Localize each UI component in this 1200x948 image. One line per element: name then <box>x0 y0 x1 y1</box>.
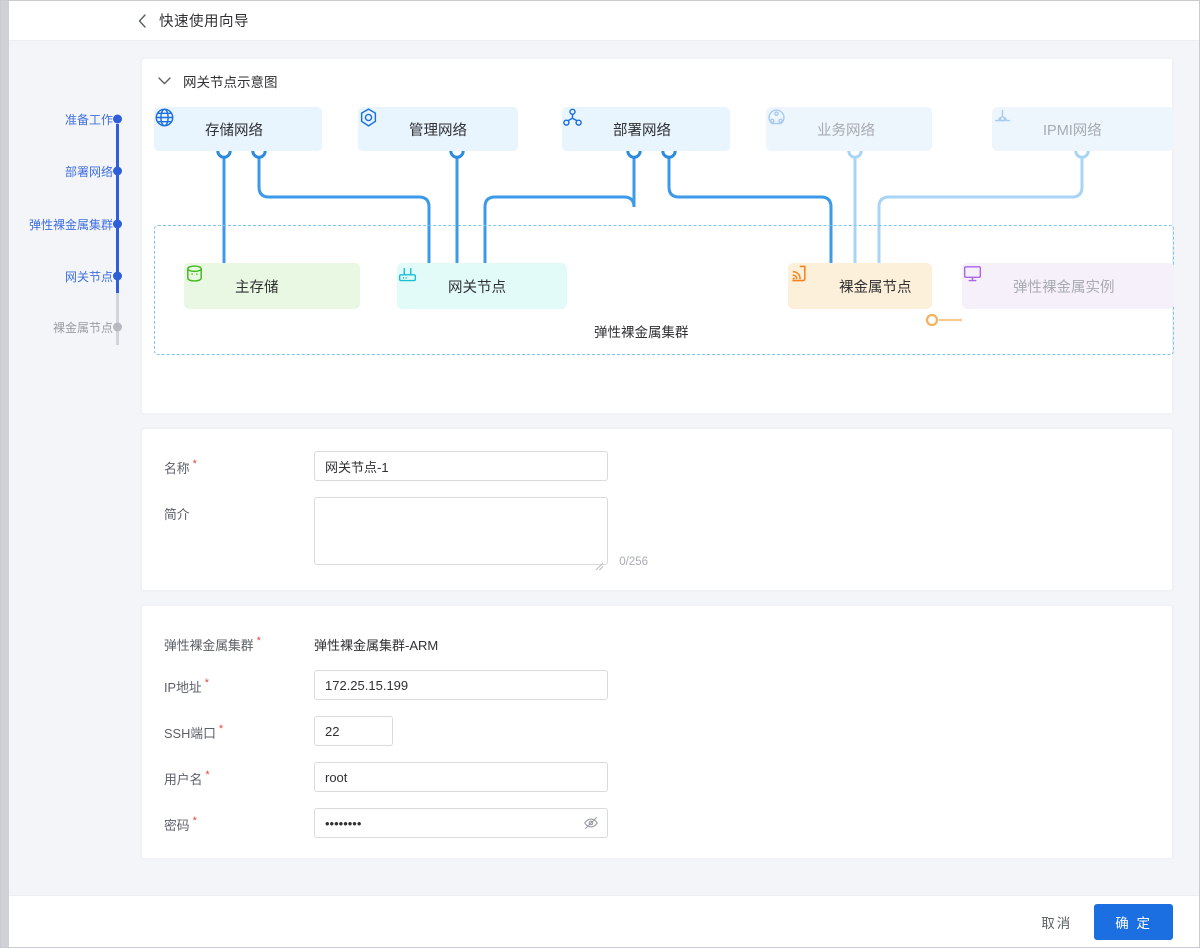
node-box-primary-storage[interactable]: 主存储 <box>184 263 360 309</box>
required-marker: * <box>192 815 197 827</box>
diagram-collapse-header[interactable]: 网关节点示意图 <box>142 59 1172 103</box>
step-connector-1 <box>116 124 119 180</box>
eye-slash-icon[interactable] <box>583 815 599 831</box>
ipmi-port-icon <box>995 109 1032 140</box>
password-label: 密码* <box>164 815 197 833</box>
wizard-step-deploy-network[interactable]: 部署网络 <box>9 162 127 180</box>
router-icon <box>398 268 436 297</box>
form-row-cluster: 弹性裸金属集群* 弹性裸金属集群-ARM <box>142 628 1172 654</box>
node-box-gateway[interactable]: 网关节点 <box>397 263 567 309</box>
page-title: 快速使用向导 <box>159 14 249 30</box>
description-counter: 0/256 <box>619 556 648 568</box>
network-nodes-icon <box>563 108 602 140</box>
network-box-business[interactable]: 业务网络 <box>766 107 932 151</box>
name-input[interactable] <box>314 451 608 481</box>
step-dot <box>113 271 122 281</box>
diagram-title: 网关节点示意图 <box>183 75 278 90</box>
cancel-button[interactable]: 取消 <box>1035 906 1078 938</box>
username-field-wrap <box>314 762 608 792</box>
window-left-strip <box>1 1 9 947</box>
chevron-down-icon[interactable] <box>158 75 171 88</box>
step-dot <box>113 219 122 229</box>
required-marker: * <box>218 723 224 735</box>
dialog-footer: 取消 确 定 <box>9 895 1199 947</box>
required-marker: * <box>256 635 261 647</box>
database-icon <box>187 265 223 297</box>
form-row-port: SSH端口* <box>142 716 1172 746</box>
required-marker: * <box>192 458 197 470</box>
description-label: 简介 <box>164 507 190 522</box>
wizard-step-gateway-node[interactable]: 网关节点 <box>9 267 127 285</box>
form-row-username: 用户名* <box>142 762 1172 792</box>
chevron-left-icon[interactable] <box>135 13 149 28</box>
cluster-value: 弹性裸金属集群-ARM <box>314 638 439 653</box>
name-label: 名称* <box>164 458 197 476</box>
form-row-name: 名称* <box>142 451 1172 481</box>
node-box-baremetal[interactable]: 裸金属节点 <box>788 263 932 309</box>
wizard-steps: 准备工作 部署网络 弹性裸金属集群 网关节点 裸金属节点 <box>9 42 127 947</box>
password-input[interactable] <box>314 808 608 838</box>
ip-address-input[interactable] <box>314 670 608 700</box>
form-row-description: 简介 0/256 <box>142 497 1172 571</box>
form-row-ip: IP地址* <box>142 670 1172 700</box>
username-input[interactable] <box>314 762 608 792</box>
step-connector-2 <box>116 180 119 238</box>
name-field-wrap <box>314 451 608 481</box>
step-connector-4 <box>116 293 119 345</box>
hexagon-target-icon <box>360 108 398 140</box>
wizard-content: 网关节点示意图 <box>127 42 1199 895</box>
ssh-port-input[interactable] <box>314 716 393 746</box>
required-marker: * <box>204 677 209 689</box>
ssh-port-label: SSH端口* <box>164 723 224 741</box>
description-textarea[interactable] <box>314 497 608 565</box>
step-dot <box>113 114 122 124</box>
step-dot <box>113 166 122 176</box>
required-marker: * <box>205 769 210 781</box>
step-dot <box>113 322 122 332</box>
network-box-storage[interactable]: 存储网络 <box>154 107 322 151</box>
username-label: 用户名* <box>164 769 210 787</box>
ip-field-wrap <box>314 670 608 700</box>
network-box-deployment[interactable]: 部署网络 <box>562 107 730 151</box>
wizard-step-baremetal-cluster[interactable]: 弹性裸金属集群 <box>9 215 127 233</box>
step-connector-3 <box>116 238 119 293</box>
gateway-node-diagram: 存储网络 管理网络 <box>142 103 1174 403</box>
monitor-icon <box>963 266 1001 297</box>
network-box-management[interactable]: 管理网络 <box>358 107 518 151</box>
wizard-step-preparation[interactable]: 准备工作 <box>9 110 127 128</box>
basic-info-form: 名称* 简介 0/256 <box>141 428 1173 591</box>
cluster-name-label: 弹性裸金属集群 <box>594 325 689 340</box>
diagram-card: 网关节点示意图 <box>141 58 1174 414</box>
node-box-baremetal-instance[interactable]: 弹性裸金属实例 <box>962 263 1174 309</box>
connection-form: 弹性裸金属集群* 弹性裸金属集群-ARM IP地址* SSH端口* <box>141 605 1173 859</box>
network-box-ipmi[interactable]: IPMI网络 <box>992 107 1174 151</box>
confirm-button[interactable]: 确 定 <box>1094 903 1173 940</box>
form-row-password: 密码* <box>142 808 1172 838</box>
page-header: 快速使用向导 <box>9 1 1199 41</box>
signal-broadcast-icon <box>792 265 827 297</box>
password-field-wrap <box>314 808 608 838</box>
ip-label: IP地址* <box>164 677 209 695</box>
wizard-step-baremetal-node[interactable]: 裸金属节点 <box>9 318 127 336</box>
globe-icon <box>155 108 194 140</box>
port-field-wrap <box>314 716 393 746</box>
cluster-label: 弹性裸金属集群* <box>164 635 261 653</box>
cluster-circle-icon <box>768 109 806 140</box>
description-field-wrap: 0/256 <box>314 497 648 571</box>
